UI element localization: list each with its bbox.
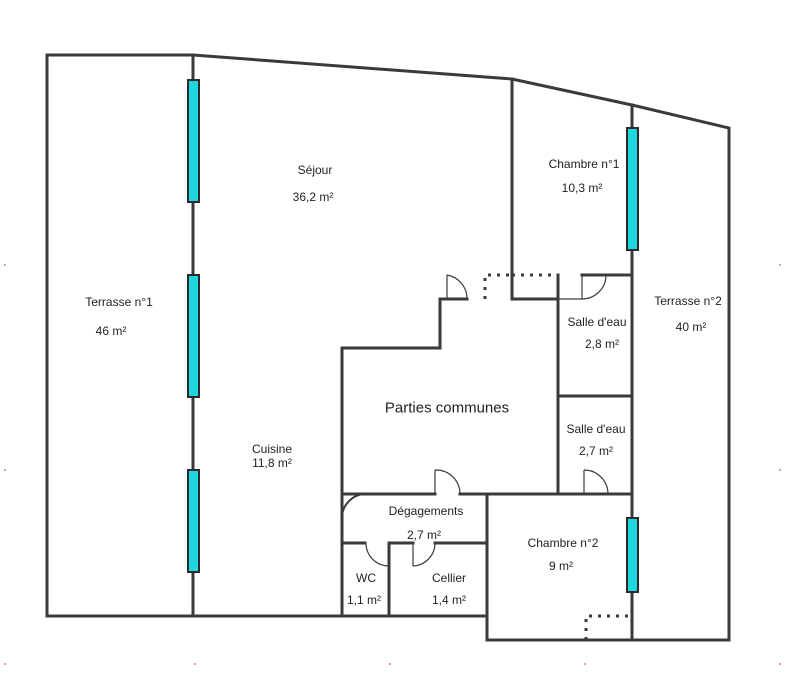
room-cuisine-area: 11,8 m²	[252, 456, 292, 470]
room-salle-eau1-area: 2,8 m²	[584, 337, 620, 351]
room-chambre1-name: Chambre n°1	[548, 157, 620, 171]
grid-marks	[4, 264, 781, 665]
room-cuisine-name: Cuisine	[251, 442, 293, 456]
window	[626, 127, 639, 251]
room-salle-eau1-name: Salle d'eau	[567, 315, 627, 329]
room-terrasse1-name: Terrasse n°1	[85, 295, 153, 309]
room-parties-communes-name: Parties communes	[384, 399, 510, 417]
window	[187, 79, 200, 203]
room-salle-eau2-name: Salle d'eau	[566, 422, 626, 436]
room-salle-eau2-area: 2,7 m²	[578, 444, 614, 458]
outer-walls	[45, 53, 731, 642]
dotted-openings	[483, 273, 632, 640]
room-wc-name: WC	[356, 571, 376, 585]
window	[626, 517, 639, 593]
room-cellier-area: 1,4 m²	[431, 593, 467, 607]
room-sejour-name: Séjour	[297, 163, 333, 177]
windows	[187, 79, 639, 593]
room-terrasse1-area: 46 m²	[95, 324, 127, 338]
doors	[341, 274, 609, 567]
room-chambre1-area: 10,3 m²	[561, 181, 603, 195]
room-terrasse2-area: 40 m²	[675, 320, 707, 334]
room-chambre2-area: 9 m²	[549, 559, 573, 573]
room-chambre2-name: Chambre n°2	[527, 536, 599, 550]
window	[187, 469, 200, 573]
room-degagements-name: Dégagements	[388, 504, 464, 518]
room-sejour-area: 36,2 m²	[292, 190, 334, 204]
room-terrasse2-name: Terrasse n°2	[654, 294, 722, 308]
window	[187, 274, 200, 398]
room-degagements-area: 2,7 m²	[406, 528, 442, 542]
room-wc-area: 1,1 m²	[346, 593, 382, 607]
room-cellier-name: Cellier	[431, 571, 467, 585]
